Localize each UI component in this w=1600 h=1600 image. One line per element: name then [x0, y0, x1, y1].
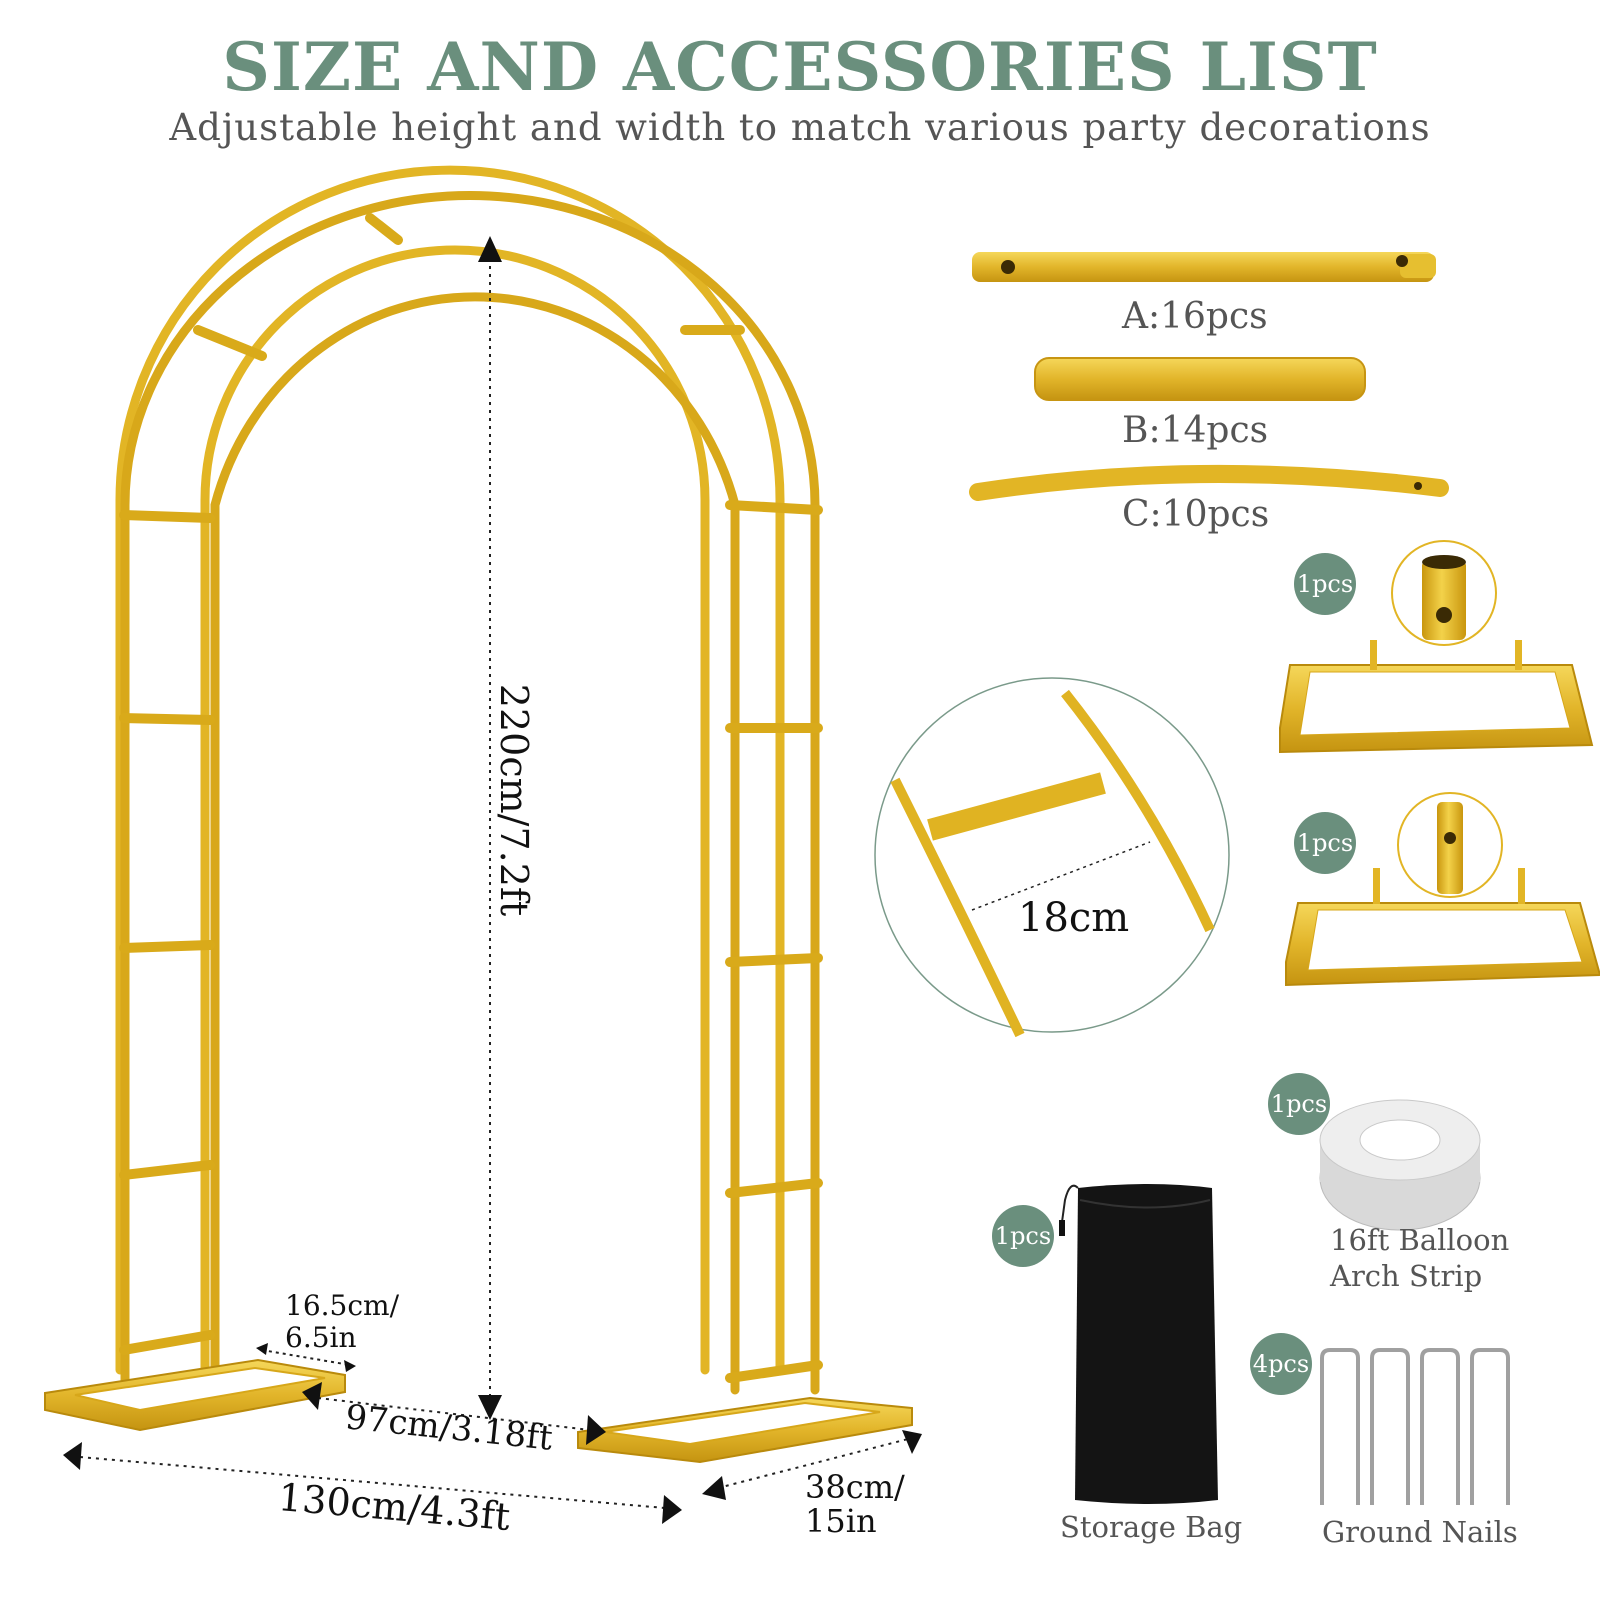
rung-spacing-label: 18cm [1018, 895, 1130, 941]
part-b-connector [1034, 357, 1366, 401]
balloon-strip-roll [1319, 1099, 1481, 1231]
part-a-label: A:16pcs [1122, 296, 1268, 337]
base-depth-dimension-line [702, 1430, 922, 1500]
base-2-qty-badge: 1pcs [1294, 812, 1356, 874]
page-subtitle: Adjustable height and width to match var… [169, 106, 1431, 149]
base-depth-label: 38cm/ 15in [805, 1470, 905, 1538]
part-b-label: B:14pcs [1122, 410, 1269, 451]
page-title: SIZE AND ACCESSORIES LIST [222, 28, 1378, 106]
base-detail-1 [1279, 540, 1594, 754]
inner-width-dimension-line [302, 1382, 606, 1445]
part-a-tube [972, 252, 1436, 282]
arch-rungs [119, 213, 823, 1383]
strip-label-line1: 16ft Balloon [1330, 1223, 1510, 1257]
height-label: 220cm/7.2ft [492, 683, 537, 917]
base-width-line1: 16.5cm/ [285, 1289, 400, 1322]
base-width-dimension-line [256, 1343, 356, 1372]
arch-frame [115, 165, 820, 1395]
base-width-label: 16.5cm/ 6.5in [285, 1290, 399, 1354]
bag-qty-badge: 1pcs [992, 1205, 1054, 1267]
rung-detail-zoom [874, 677, 1230, 1038]
part-c-label: C:10pcs [1122, 494, 1270, 535]
base-depth-line2: 15in [805, 1502, 877, 1540]
arch-bases [44, 1358, 913, 1464]
nails-qty-badge: 4pcs [1250, 1333, 1312, 1395]
height-dimension-line [478, 236, 502, 1420]
outer-width-dimension-line [63, 1442, 682, 1524]
strip-label: 16ft Balloon Arch Strip [1330, 1222, 1509, 1294]
strip-label-line2: Arch Strip [1330, 1259, 1483, 1293]
storage-bag-label: Storage Bag [1060, 1510, 1243, 1544]
ground-nails-label: Ground Nails [1322, 1515, 1518, 1549]
part-c-curved-tube [969, 464, 1449, 501]
base-detail-2 [1285, 792, 1600, 987]
base-width-line2: 6.5in [285, 1321, 357, 1354]
strip-qty-badge: 1pcs [1268, 1073, 1330, 1135]
base-depth-line1: 38cm/ [805, 1468, 905, 1506]
base-1-qty-badge: 1pcs [1294, 553, 1356, 615]
ground-nails [1320, 1348, 1510, 1505]
storage-bag [1059, 1184, 1218, 1504]
